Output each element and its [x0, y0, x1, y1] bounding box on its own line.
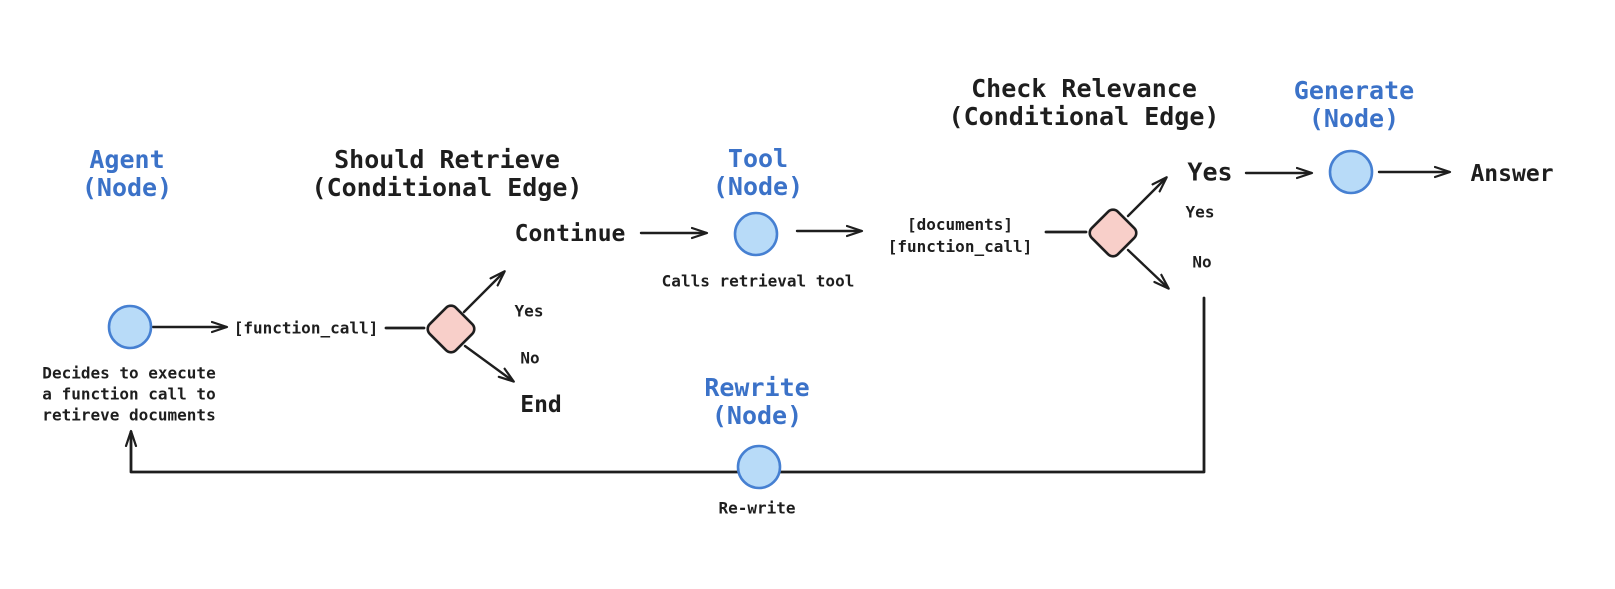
- rewrite-node-circle: [736, 444, 782, 490]
- continue-label: Continue: [514, 221, 626, 247]
- edge-should-retrieve-yes: [462, 272, 504, 314]
- should-retrieve-title-line2: (Conditional Edge): [311, 173, 583, 202]
- tool-node-title-line2: (Node): [712, 172, 804, 201]
- edge-check-relevance-no: [1126, 248, 1168, 288]
- should-retrieve-diamond: [426, 304, 476, 354]
- agent-note: Decides to execute a function call to re…: [42, 363, 215, 426]
- rewrite-node-title: Rewrite (Node): [704, 374, 809, 430]
- tool-node-title-line1: Tool: [727, 144, 789, 173]
- documents-label-line1: [documents]: [907, 215, 1013, 234]
- check-relevance-title-line1: Check Relevance: [971, 74, 1197, 103]
- edge-check-relevance-yes: [1126, 178, 1166, 218]
- answer-label: Answer: [1470, 161, 1554, 187]
- agent-node-title-line1: Agent: [89, 145, 165, 174]
- documents-label-line2: [function_call]: [887, 237, 1033, 256]
- yes-label-big: Yes: [1187, 157, 1233, 187]
- documents-label: [documents] [function_call]: [888, 214, 1033, 258]
- agent-node-circle: [107, 304, 153, 350]
- check-relevance-diamond: [1088, 208, 1138, 258]
- generate-node-title: Generate (Node): [1294, 77, 1414, 133]
- rewrite-action-label: Re-write: [718, 498, 796, 518]
- should-retrieve-title: Should Retrieve (Conditional Edge): [312, 146, 583, 202]
- yes-label-right: Yes: [1185, 202, 1215, 222]
- calls-retrieval-tool-note: Calls retrieval tool: [661, 271, 855, 291]
- edge-should-retrieve-no: [463, 344, 513, 381]
- no-label-left: No: [520, 348, 540, 368]
- generate-node-title-line1: Generate: [1293, 76, 1415, 105]
- generate-node-circle: [1328, 149, 1374, 195]
- tool-node-circle: [733, 211, 779, 257]
- agent-note-line1: Decides to execute: [42, 363, 216, 383]
- function-call-label: [function_call]: [233, 318, 379, 338]
- agent-node-title-line2: (Node): [81, 173, 173, 202]
- generate-node-title-line2: (Node): [1308, 104, 1400, 133]
- check-relevance-title-line2: (Conditional Edge): [948, 102, 1220, 131]
- agent-note-line3: retireve documents: [42, 405, 216, 425]
- agent-note-line2: a function call to: [42, 384, 216, 404]
- rewrite-node-title-line1: Rewrite: [704, 373, 810, 402]
- no-label-right: No: [1192, 252, 1212, 272]
- tool-node-title: Tool (Node): [713, 145, 803, 201]
- end-label: End: [520, 392, 562, 418]
- agent-node-title: Agent (Node): [82, 146, 172, 202]
- yes-label-left: Yes: [514, 301, 544, 321]
- check-relevance-title: Check Relevance (Conditional Edge): [949, 75, 1220, 131]
- should-retrieve-title-line1: Should Retrieve: [334, 145, 560, 174]
- rewrite-node-title-line2: (Node): [711, 401, 803, 430]
- feedback-loop-edge: [131, 296, 1206, 474]
